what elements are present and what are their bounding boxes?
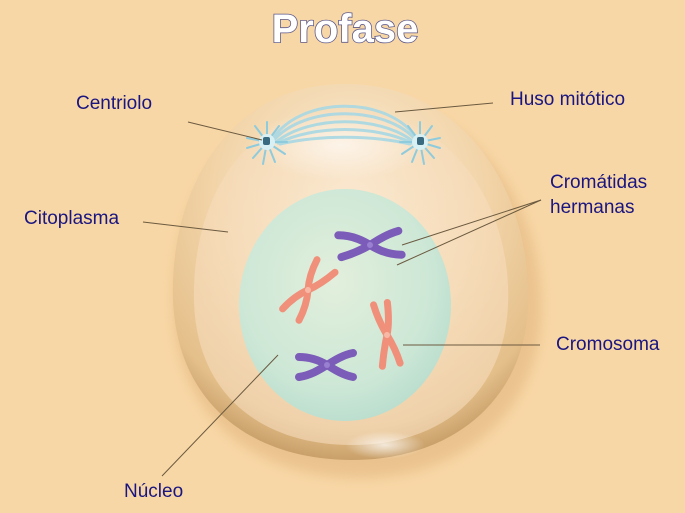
mitotic-spindle xyxy=(270,104,420,146)
leader-cromatidas-2 xyxy=(396,199,542,266)
label-hermanas: hermanas xyxy=(550,197,635,218)
leader-nucleo xyxy=(161,354,279,477)
label-citoplasma: Citoplasma xyxy=(24,208,119,229)
chromosome-purple-bottom xyxy=(295,349,357,381)
leader-huso xyxy=(394,102,494,113)
chromosome-salmon-left xyxy=(279,256,339,324)
nucleus xyxy=(239,189,451,421)
centriole-left xyxy=(246,121,288,165)
label-huso-mitotico: Huso mitótico xyxy=(510,89,625,110)
diagram-title: Profase xyxy=(272,7,419,51)
label-cromosoma: Cromosoma xyxy=(556,334,660,355)
leader-cromatidas-1 xyxy=(401,199,542,246)
label-centriolo: Centriolo xyxy=(76,93,152,114)
label-nucleo: Núcleo xyxy=(124,481,183,502)
membrane-highlight-bottom xyxy=(345,431,425,459)
chromosome-purple-top xyxy=(334,226,406,262)
label-cromatidas: Cromátidas xyxy=(550,172,647,193)
leader-centriolo xyxy=(187,121,263,141)
chromosome-salmon-right xyxy=(370,298,404,370)
centriole-right xyxy=(399,121,441,165)
leader-citoplasma xyxy=(142,221,229,233)
